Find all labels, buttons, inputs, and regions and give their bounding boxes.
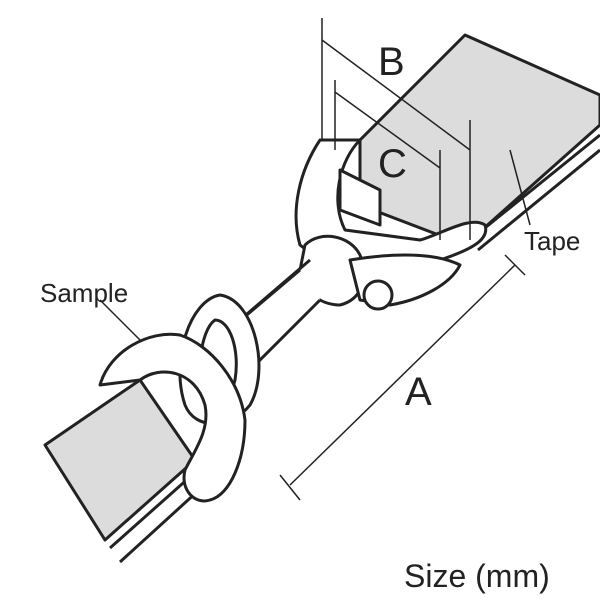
lower-d-ring [98,332,247,503]
dim-a-line [279,254,526,501]
dim-b-line [321,18,471,240]
size-unit-label: Size (mm) [404,558,550,594]
upper-d-ring [294,138,488,268]
tape-label: Tape [524,226,581,256]
sample-label: Sample [40,278,129,308]
pin [362,279,394,311]
upper-tape-edge [477,148,600,252]
dimension-c-label: C [378,142,407,186]
tape-leader [509,149,531,226]
dim-c-line [334,80,441,240]
sample-leader [99,299,141,341]
dimension-b-label: B [378,40,405,84]
upper-tape-edge [469,133,600,242]
dimension-a-label: A [405,370,432,414]
